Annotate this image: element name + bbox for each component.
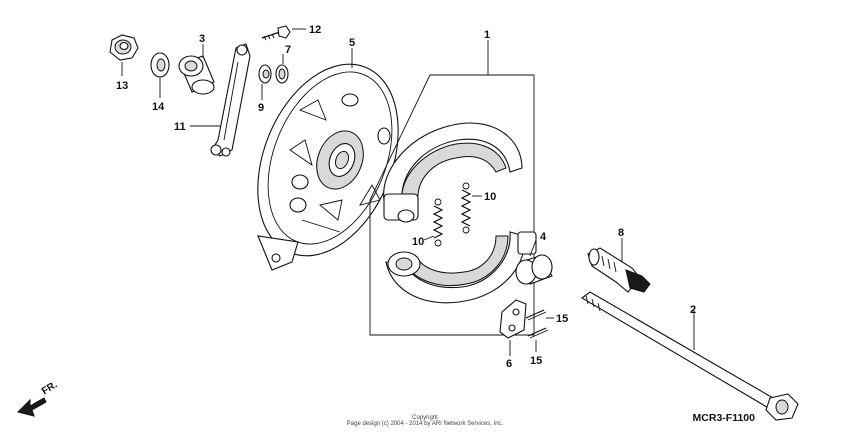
label-part-12: 12 (309, 24, 321, 36)
part-1-group-bracket (369, 74, 535, 336)
part-5-brake-panel[interactable] (231, 43, 425, 276)
part-4-collar[interactable] (515, 254, 553, 285)
part-1-brake-shoe-upper[interactable] (383, 122, 523, 223)
label-part-6: 6 (506, 358, 512, 370)
part-10-spring-right[interactable] (460, 182, 472, 234)
part-11-brake-arm[interactable] (210, 43, 251, 157)
label-part-8: 8 (618, 227, 624, 239)
label-part-9: 9 (258, 102, 264, 114)
part-15-pin-lower[interactable] (527, 327, 549, 339)
part-14-washer[interactable] (150, 52, 170, 78)
label-part-14: 14 (152, 101, 165, 113)
part-7-washer[interactable] (275, 64, 289, 84)
part-6-plate[interactable] (499, 299, 527, 339)
label-part-15-lower: 15 (530, 355, 542, 367)
leader-lines (121, 28, 695, 356)
label-part-10-left: 10 (412, 236, 424, 248)
label-part-15-upper: 15 (556, 313, 568, 325)
label-part-10-right: 10 (484, 191, 496, 203)
part-12-bolt[interactable] (261, 25, 291, 41)
part-2-axle[interactable] (581, 291, 799, 421)
label-part-3: 3 (199, 33, 205, 45)
part-1-brake-shoe-lower[interactable] (385, 231, 537, 304)
copyright-notice: Page design (c) 2004 - 2014 by ARI Netwo… (346, 421, 504, 427)
part-3-collar[interactable] (178, 55, 215, 95)
label-part-7: 7 (285, 44, 291, 56)
label-part-4: 4 (540, 231, 547, 243)
front-direction-arrow-icon (17, 397, 47, 417)
label-part-2: 2 (690, 304, 696, 316)
label-part-5: 5 (349, 37, 355, 49)
part-9-washer[interactable] (258, 64, 272, 84)
part-13-nut[interactable] (109, 34, 139, 61)
label-part-13: 13 (116, 80, 128, 92)
part-10-spring-left[interactable] (432, 198, 444, 247)
part-8-brake-cam[interactable] (587, 247, 651, 293)
copyright-title: Copyright (412, 415, 438, 421)
label-part-1: 1 (484, 29, 490, 41)
part-15-pin-upper[interactable] (525, 309, 547, 321)
label-part-11: 11 (174, 121, 186, 133)
diagram-reference-code: MCR3-F1100 (692, 412, 755, 424)
